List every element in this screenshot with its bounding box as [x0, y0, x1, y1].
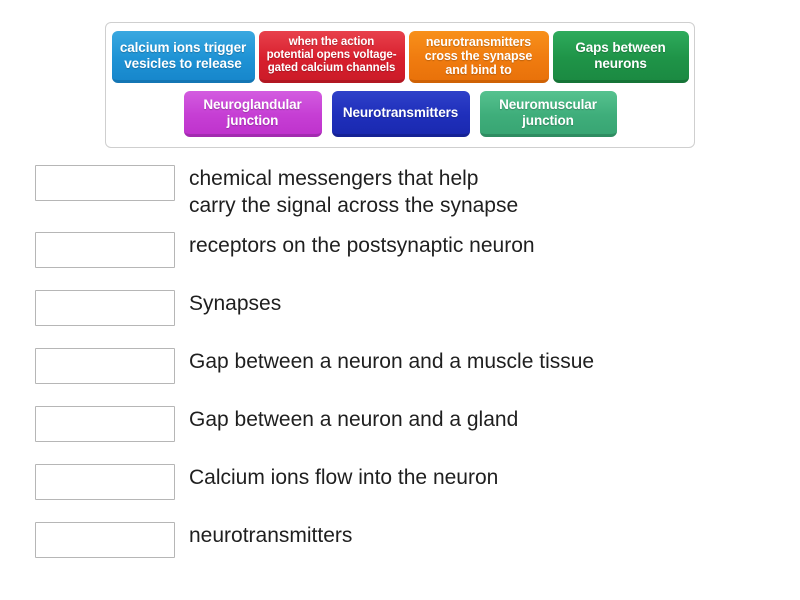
answer-text: receptors on the postsynaptic neuron: [189, 233, 535, 257]
drop-slot[interactable]: [35, 231, 175, 268]
draggable-tiles-tray: calcium ions trigger vesicles to release…: [105, 22, 695, 148]
tile-calcium-ions-trigger[interactable]: calcium ions trigger vesicles to release: [111, 31, 255, 83]
tile-label: when the action potential opens voltage-…: [266, 36, 397, 74]
tile-neuroglandular-junction[interactable]: Neuroglandular junction: [183, 91, 322, 137]
drop-slot[interactable]: [35, 165, 175, 201]
answer-row: Gap between a neuron and a gland: [0, 405, 800, 442]
tile-label: Neurotransmitters: [342, 104, 459, 120]
drop-slot[interactable]: [35, 289, 175, 326]
answer-text: neurotransmitters: [189, 523, 353, 547]
tile-label: neurotransmitters cross the synapse and …: [424, 34, 533, 77]
drop-slot[interactable]: [35, 347, 175, 384]
tile-neurotransmitters-cross[interactable]: neurotransmitters cross the synapse and …: [408, 31, 549, 83]
answer-list: chemical messengers that help carry the …: [0, 165, 800, 580]
answer-text: Gap between a neuron and a muscle tissue: [189, 349, 595, 373]
tile-label: Neuromuscular junction: [499, 97, 597, 128]
tile-gaps-between-neurons[interactable]: Gaps between neurons: [552, 31, 689, 83]
tile-when-action-potential[interactable]: when the action potential opens voltage-…: [258, 31, 405, 83]
drop-slot[interactable]: [35, 463, 175, 500]
answer-text: Calcium ions flow into the neuron: [189, 465, 499, 489]
answer-row: neurotransmitters: [0, 521, 800, 558]
answer-text: Gap between a neuron and a gland: [189, 407, 519, 431]
answer-row: Synapses: [0, 289, 800, 326]
tile-label: Neuroglandular junction: [203, 97, 302, 128]
drop-slot[interactable]: [35, 405, 175, 442]
tile-label: Gaps between neurons: [575, 40, 666, 71]
answer-row: chemical messengers that help carry the …: [0, 165, 800, 220]
tile-neuromuscular-junction[interactable]: Neuromuscular junction: [479, 91, 617, 137]
answer-text: chemical messengers that help carry the …: [189, 167, 519, 217]
tile-label: calcium ions trigger vesicles to release: [119, 40, 247, 71]
drop-slot[interactable]: [35, 521, 175, 558]
tile-row-2: Neuroglandular junction Neurotransmitter…: [106, 91, 694, 137]
answer-row: Calcium ions flow into the neuron: [0, 463, 800, 500]
tile-row-1: calcium ions trigger vesicles to release…: [106, 31, 694, 83]
tile-neurotransmitters[interactable]: Neurotransmitters: [331, 91, 470, 137]
answer-row: Gap between a neuron and a muscle tissue: [0, 347, 800, 384]
answer-row: receptors on the postsynaptic neuron: [0, 231, 800, 268]
answer-text: Synapses: [189, 291, 282, 315]
